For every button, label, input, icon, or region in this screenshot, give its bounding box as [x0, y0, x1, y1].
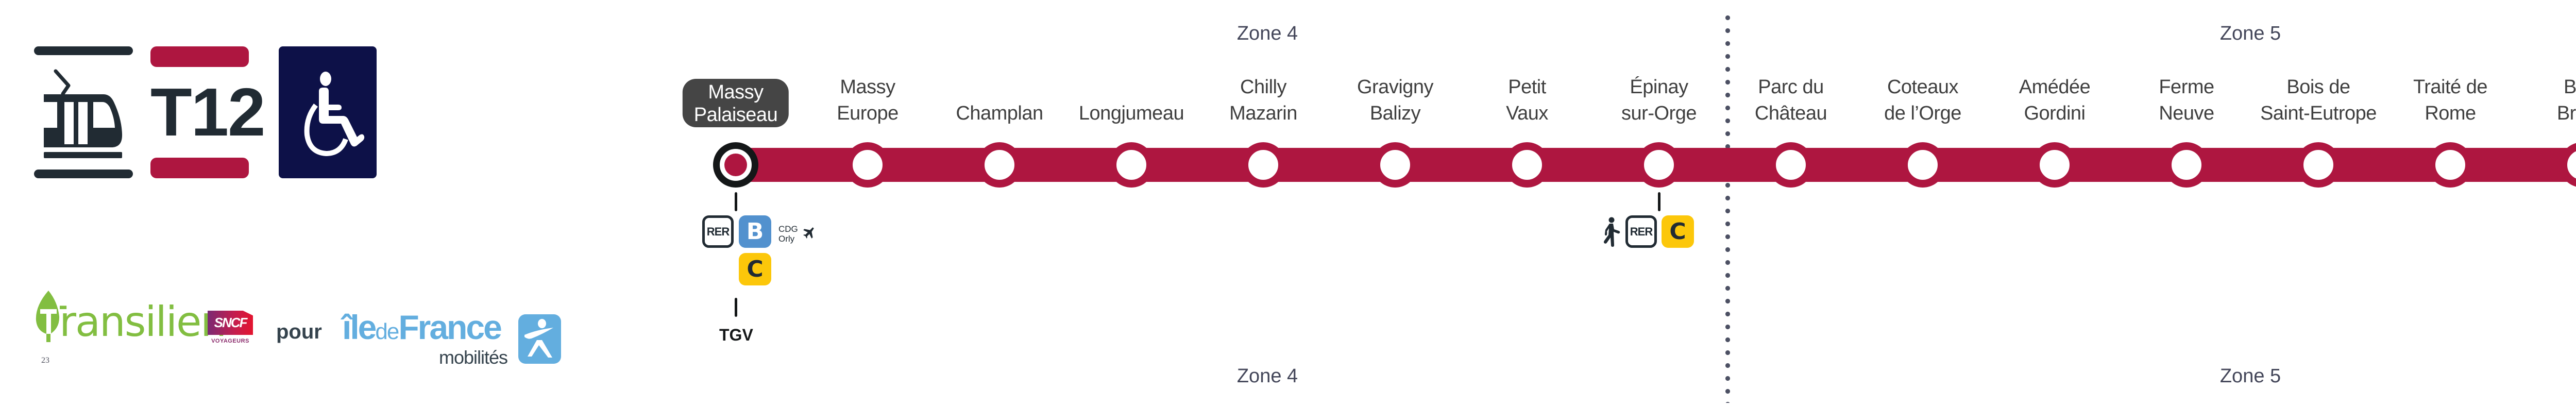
- station-label: Bois de Saint-Eutrope: [2260, 76, 2377, 124]
- station-dot-icon: [1109, 142, 1154, 188]
- station-label: Longjumeau: [1078, 103, 1184, 124]
- station-label: Chilly Mazarin: [1229, 76, 1297, 124]
- station-label: Massy Europe: [837, 76, 899, 124]
- rer-c-badge: C: [739, 253, 771, 285]
- zone-5-label-bottom: Zone 5: [2219, 365, 2281, 387]
- sncf-logo: SNCF: [208, 311, 253, 335]
- station-label: Amédée Gordini: [2019, 76, 2091, 124]
- transilien-logo-text: Transilien: [60, 301, 226, 343]
- pour-label: pour: [276, 320, 322, 343]
- plane-icon: [802, 226, 816, 240]
- walking-person-icon: [1603, 217, 1621, 247]
- transilien-leaf-icon: [35, 291, 62, 342]
- zone-4-label-top: Zone 4: [1236, 23, 1298, 44]
- station-label: Coteaux de l’Orge: [1884, 76, 1961, 124]
- idf-logo-text: îledeFrance: [342, 308, 502, 349]
- connection-tick: [735, 192, 737, 211]
- zone-divider: [1725, 11, 1730, 403]
- tgv-label: TGV: [719, 326, 753, 344]
- station-dot-icon: [2032, 142, 2077, 188]
- tgv-tick: [735, 298, 737, 317]
- station-label: Traité de Rome: [2413, 76, 2488, 124]
- idf-ile: île: [342, 308, 377, 346]
- terminus-station-label: Massy Palaiseau: [682, 79, 789, 127]
- airport-orly: Orly: [778, 234, 795, 244]
- accessibility-badge: [279, 46, 377, 178]
- station-dot-icon: [1636, 142, 1682, 188]
- connection-tick: [1658, 192, 1660, 211]
- station-dot-icon: [1372, 142, 1418, 188]
- operator-name: Transilien: [41, 298, 226, 346]
- idf-mobilites-text: mobilités: [439, 347, 508, 368]
- zone-5-label-top: Zone 5: [2219, 23, 2281, 44]
- station-dot-icon: [1900, 142, 1945, 188]
- station-label: Ferme Neuve: [2159, 76, 2214, 124]
- station-dot-icon: [2296, 142, 2341, 188]
- station-label: Épinay sur-Orge: [1621, 76, 1697, 124]
- station-label: Petit Vaux: [1506, 76, 1548, 124]
- idf-france: France: [398, 308, 502, 346]
- wheelchair-icon: [304, 72, 365, 157]
- station-dot-icon: [1768, 142, 1814, 188]
- station-dot-icon: [845, 142, 890, 188]
- idf-de: de: [375, 319, 399, 344]
- line-color-bar-bottom: [150, 158, 249, 178]
- station-label: Bois Briard: [2556, 76, 2576, 124]
- airport-cdg: CDG: [778, 224, 798, 234]
- terminus-station-dot-icon: [713, 142, 758, 188]
- tram-mode-icon: [34, 46, 133, 178]
- line-color-bar-top: [150, 46, 249, 67]
- station-label: Gravigny Balizy: [1357, 76, 1434, 124]
- rer-logo: RER: [702, 215, 734, 248]
- sncf-voyageurs-label: VOYAGEURS: [211, 338, 249, 344]
- page-number: 23: [41, 356, 49, 365]
- station-dot-icon: [977, 142, 1022, 188]
- rer-b-badge: B: [739, 215, 771, 248]
- station-dot-icon: [2164, 142, 2209, 188]
- station-dot-icon: [1504, 142, 1550, 188]
- station-dot-icon: [2428, 142, 2473, 188]
- rer-c-badge: C: [1662, 215, 1694, 248]
- line-badge: T12: [150, 46, 265, 178]
- station-label: Champlan: [956, 103, 1043, 124]
- line-number: T12: [150, 74, 265, 150]
- idf-person-icon: [518, 314, 561, 364]
- station-dot-icon: [1241, 142, 1286, 188]
- zone-4-label-bottom: Zone 4: [1236, 365, 1298, 387]
- station-label: Parc du Château: [1754, 76, 1827, 124]
- rer-logo: RER: [1625, 215, 1657, 248]
